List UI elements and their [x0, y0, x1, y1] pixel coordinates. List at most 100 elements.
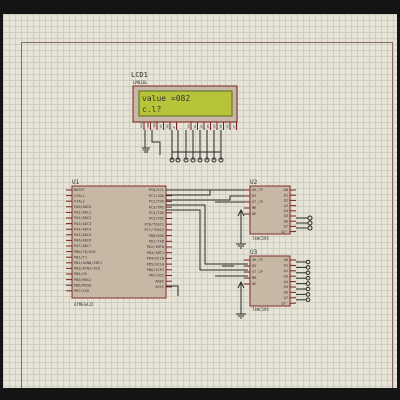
lcd-screen — [138, 90, 233, 117]
lcd-line-1: value =082 — [142, 94, 190, 103]
wire-aref — [166, 285, 179, 296]
pin-label: PD2/INT0 — [147, 245, 164, 249]
pin-label: ST_CP — [252, 200, 263, 204]
pin-label: Q0 — [284, 188, 288, 192]
pin-label: Q0 — [284, 258, 288, 262]
pin-label: PB2/AIN0/INT2 — [74, 261, 102, 265]
wire-pc4 — [166, 209, 248, 271]
terminal-icon[interactable] — [305, 275, 311, 281]
wire-pc2 — [166, 195, 248, 201]
pin-label: AREF — [155, 279, 164, 283]
pin-label: Q5 — [284, 285, 288, 289]
lcd-contrast-wire — [151, 130, 161, 155]
pin-label: PA1/ADC1 — [74, 211, 91, 215]
terminal-icon[interactable] — [183, 157, 189, 163]
terminal-icon[interactable] — [305, 281, 311, 286]
u2-power-arrow — [237, 208, 245, 217]
lcd-pin-label: D6 — [226, 124, 230, 128]
terminal-icon[interactable] — [305, 270, 311, 276]
terminal-icon[interactable] — [307, 220, 313, 226]
u2-ref: U2 — [250, 179, 258, 186]
terminal-icon[interactable] — [190, 157, 196, 163]
u3-body[interactable] — [249, 255, 291, 307]
pin-label: Q2 — [284, 199, 288, 203]
pin-label: PD1/TXD — [149, 240, 164, 244]
pin-label: PB1/T1 — [74, 255, 87, 259]
pin-label: PC5/TDI — [149, 217, 164, 221]
pin-label: Q6 — [284, 291, 288, 295]
terminal-icon[interactable] — [305, 265, 311, 270]
u1-left-pins: RESETXTAL1XTAL2PA0/ADC0PA1/ADC1PA2/ADC2P… — [66, 188, 102, 293]
pin-label: SH_CP — [252, 188, 263, 192]
pin-label: ST_CP — [252, 270, 263, 274]
pin-label: AVCC — [155, 285, 164, 289]
lcd-pin-label: D2 — [200, 124, 204, 128]
u3-power-arrow — [237, 280, 245, 289]
pin-label: Q1 — [284, 264, 288, 268]
pin-label: XTAL2 — [74, 199, 85, 203]
lcd-pin-label: D1 — [193, 124, 197, 128]
lcd-pin-label: VDD — [146, 122, 150, 128]
lcd-pin-label: RS — [159, 124, 163, 128]
window-top-bar — [0, 0, 400, 14]
u2-part: 74HC595 — [252, 236, 269, 241]
terminal-icon[interactable] — [305, 286, 311, 292]
pin-label: Q3 — [284, 274, 288, 278]
pin-label: PB4/SS — [74, 272, 87, 276]
terminal-icon[interactable] — [305, 297, 311, 303]
terminal-icon[interactable] — [197, 157, 203, 163]
pin-label: PD7/OC2 — [149, 274, 164, 278]
pin-label: PC4/TDO — [149, 211, 164, 215]
pin-label: DS — [252, 264, 256, 268]
pin-label: PA4/ADC4 — [74, 227, 91, 231]
u2-body[interactable] — [249, 185, 291, 235]
pin-label: PA0/ADC0 — [74, 205, 91, 209]
terminal-icon[interactable] — [307, 225, 313, 231]
terminal-icon[interactable] — [204, 157, 210, 163]
lcd-pin-label: D3 — [206, 124, 210, 128]
lcd-data-wires — [171, 130, 222, 160]
pin-label: PC3/TMS — [149, 205, 164, 209]
wire-pc3 — [166, 204, 248, 265]
pin-label: PA2/ADC2 — [74, 216, 91, 220]
pin-label: PC7/TOSC2 — [145, 228, 164, 232]
pin-label: OE — [252, 212, 256, 216]
pin-label: PC0/SCL — [149, 188, 164, 192]
terminal-icon[interactable] — [211, 157, 217, 163]
u3-ref: U3 — [250, 249, 258, 256]
pin-label: Q4 — [284, 209, 288, 213]
terminal-icon[interactable] — [175, 157, 181, 163]
pin-label: PB5/MOSI — [74, 278, 91, 282]
pin-label: PC2/TCK — [149, 200, 165, 204]
pin-label: Q4 — [284, 280, 288, 284]
pin-label: XTAL1 — [74, 194, 85, 198]
terminal-icon[interactable] — [305, 259, 311, 265]
pin-label: PD3/INT1 — [147, 251, 164, 255]
terminal-icon[interactable] — [305, 292, 311, 297]
pin-label: PC6/TOSC1 — [145, 222, 164, 226]
lcd-pin-label: D4 — [213, 124, 217, 128]
lcd-pin-label: VSS — [140, 122, 144, 128]
pin-label: PB3/AIN1/OC0 — [74, 267, 100, 271]
pin-label: DS — [252, 194, 256, 198]
pin-label: Q5 — [284, 214, 288, 218]
wire-pc1 — [166, 190, 211, 196]
pin-label: PA3/ADC3 — [74, 222, 91, 226]
pin-label: SH_CP — [252, 258, 263, 262]
lcd-line-2: c.l? — [142, 105, 161, 114]
terminal-icon[interactable] — [169, 157, 175, 163]
lcd-pin-label: D5 — [219, 124, 223, 128]
terminal-icon[interactable] — [218, 157, 224, 163]
terminal-icon[interactable] — [307, 215, 313, 221]
pin-label: MR — [252, 206, 257, 210]
pin-label: Q6 — [284, 219, 288, 223]
u1-body[interactable] — [71, 185, 167, 299]
pin-label: PC1/SDA — [149, 194, 165, 198]
